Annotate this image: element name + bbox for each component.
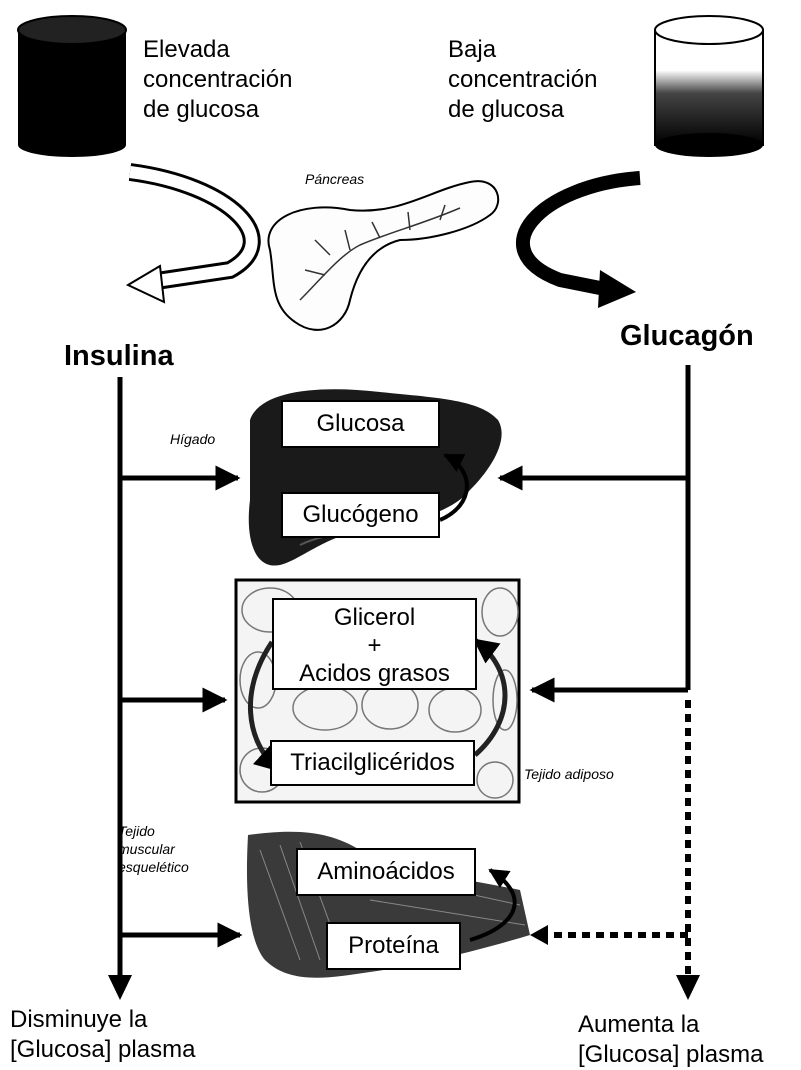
- insulin-pathway: [120, 377, 240, 985]
- glucagon-pathway: [500, 365, 688, 690]
- low-glucose-label: Baja concentración de glucosa: [448, 35, 597, 125]
- glucagon-muscle-arrowhead: [530, 925, 548, 945]
- pancreas-label: Páncreas: [305, 170, 364, 188]
- high-glucose-label: Elevada concentración de glucosa: [143, 35, 292, 125]
- glucagon-heading: Glucagón: [620, 320, 754, 353]
- high-glucose-cylinder: [18, 16, 126, 157]
- low-glucose-cylinder: [655, 16, 763, 157]
- glucose-box: Glucosa: [281, 400, 440, 448]
- muscle-label: Tejido muscular esquelético: [118, 822, 189, 876]
- glucagon-dashed-pathway: [548, 700, 688, 985]
- liver-label: Hígado: [170, 430, 215, 448]
- glucagon-release-arrow: [523, 178, 640, 308]
- glycerol-fatty-acids-box: Glicerol + Acidos grasos: [272, 598, 477, 690]
- amino-acids-box: Aminoácidos: [296, 848, 476, 896]
- increase-label: Aumenta la [Glucosa] plasma: [578, 1010, 763, 1070]
- protein-box: Proteína: [326, 922, 461, 970]
- triacylglycerides-box: Triacilglicéridos: [270, 740, 475, 786]
- pancreas-illustration: [268, 181, 498, 330]
- decrease-label: Disminuye la [Glucosa] plasma: [10, 1005, 195, 1065]
- insulin-down-arrowhead: [108, 975, 132, 1000]
- glycogen-box: Glucógeno: [281, 492, 440, 538]
- insulin-release-arrow: [128, 172, 252, 302]
- glucagon-down-arrowhead: [676, 975, 700, 1000]
- adipose-label: Tejido adiposo: [524, 765, 614, 783]
- insulin-heading: Insulina: [64, 340, 174, 373]
